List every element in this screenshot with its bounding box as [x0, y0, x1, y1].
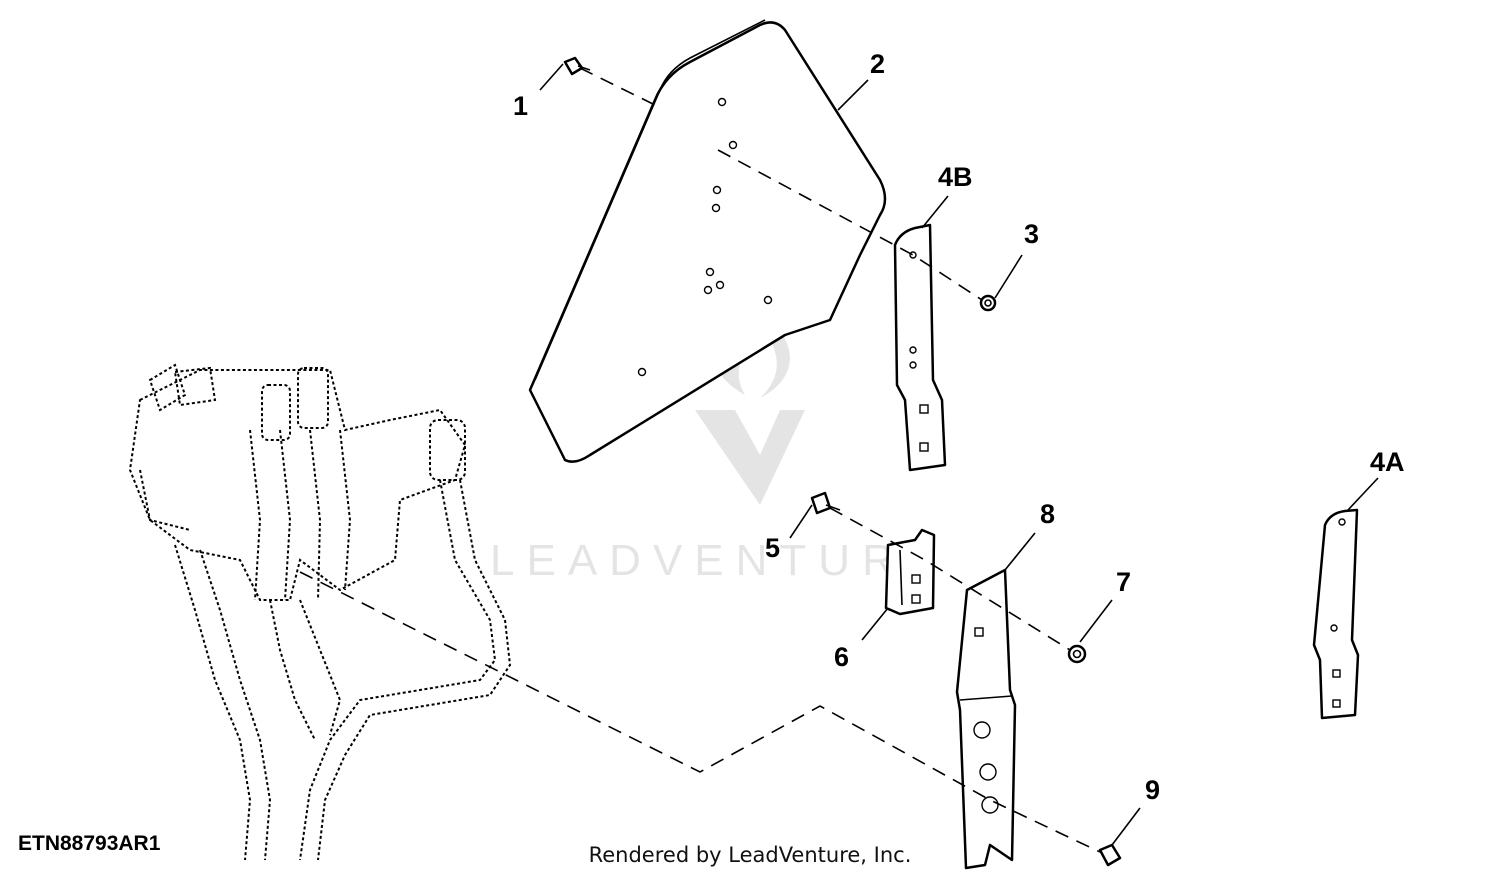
leader-lines [539, 63, 1379, 846]
callout-4a: 4A [1370, 447, 1405, 477]
part-4b-bracket [893, 223, 947, 472]
callout-4b: 4B [938, 162, 973, 192]
callout-5: 5 [765, 533, 780, 563]
part-1-bolt [563, 56, 591, 76]
assembly-lines [299, 67, 1101, 853]
part-9-bolt [1098, 843, 1122, 867]
watermark-text: LEADVENTURE [490, 536, 947, 585]
callout-7: 7 [1116, 567, 1131, 597]
part-6-clip [884, 528, 936, 616]
part-5-bolt [810, 491, 841, 515]
part-3-nut [979, 294, 997, 312]
callout-9: 9 [1145, 775, 1160, 805]
callout-6: 6 [834, 642, 849, 672]
callout-3: 3 [1024, 219, 1039, 249]
part-7-nut [1067, 644, 1087, 664]
callout-8: 8 [1040, 499, 1055, 529]
hydraulic-valve-assembly [128, 363, 512, 861]
part-4a-bracket [1312, 508, 1360, 720]
part-8-support-bracket [955, 568, 1017, 870]
callout-2: 2 [870, 49, 885, 79]
reference-code: ETN88793AR1 [18, 832, 161, 855]
render-credit-text: Rendered by LeadVenture, Inc. [588, 843, 912, 867]
callout-1: 1 [513, 91, 528, 121]
part-2-shield-panel [528, 19, 887, 463]
render-credit: Rendered by LeadVenture, Inc. [0, 843, 1500, 867]
